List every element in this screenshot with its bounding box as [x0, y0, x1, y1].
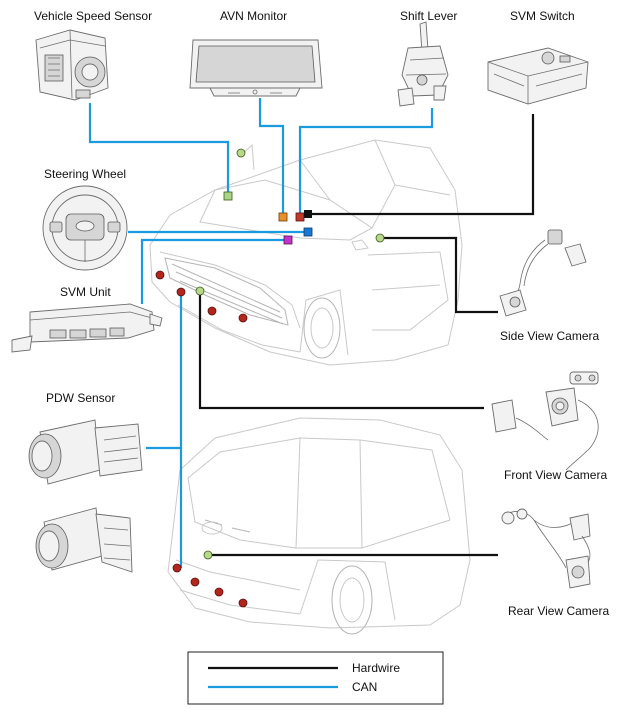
- svm-unit-illustration: [11, 303, 163, 353]
- vehicle-speed-sensor-illustration: [35, 29, 109, 101]
- marker-pdw-front-3: [207, 306, 217, 316]
- marker-side-camera: [375, 233, 385, 243]
- can-line-shift-lever: [298, 108, 434, 217]
- front-view-camera-illustration: [491, 371, 599, 471]
- marker-pdw-front-2: [176, 287, 186, 297]
- pdw-sensor-illustration-2: [35, 507, 133, 573]
- marker-rear-camera: [203, 550, 213, 560]
- label-shift-lever: Shift Lever: [400, 9, 457, 23]
- can-line-speed-sensor: [88, 103, 230, 196]
- rear-view-camera-illustration: [501, 508, 591, 589]
- label-pdw-sensor: PDW Sensor: [46, 391, 115, 405]
- shift-lever-illustration: [397, 21, 449, 107]
- label-svm-switch: SVM Switch: [510, 9, 575, 23]
- marker-avn-monitor: [278, 212, 288, 222]
- connection-markers: [155, 148, 385, 608]
- svm-switch-illustration: [487, 47, 589, 105]
- label-svm-unit: SVM Unit: [60, 285, 111, 299]
- legend: Hardwire CAN: [187, 651, 444, 705]
- pdw-sensor-illustration-1: [28, 419, 143, 485]
- steering-wheel-illustration: [42, 185, 128, 271]
- legend-box: [187, 651, 444, 705]
- marker-svm-unit: [303, 227, 313, 237]
- legend-hardwire-label: Hardwire: [352, 661, 400, 675]
- marker-speed-sensor: [223, 191, 233, 201]
- marker-steering-wheel: [283, 235, 293, 245]
- can-lines: [88, 98, 434, 568]
- label-front-view-camera: Front View Camera: [504, 468, 607, 482]
- label-rear-view-camera: Rear View Camera: [508, 604, 609, 618]
- marker-pdw-rear-4: [238, 598, 248, 608]
- marker-pdw-front-1: [155, 270, 165, 280]
- hardwire-line-svm-switch: [308, 114, 535, 216]
- side-view-camera-illustration: [499, 229, 587, 317]
- can-line-avn-monitor: [258, 98, 285, 217]
- label-side-view-camera: Side View Camera: [500, 329, 599, 343]
- avn-monitor-illustration: [189, 39, 323, 97]
- marker-pdw-rear-2: [190, 577, 200, 587]
- rear-vehicle-drawing: [167, 417, 471, 635]
- label-avn-monitor: AVN Monitor: [220, 9, 287, 23]
- hardwire-line-front-camera: [198, 291, 484, 410]
- legend-can-label: CAN: [352, 680, 377, 694]
- marker-pdw-front-4: [238, 313, 248, 323]
- marker-pdw-rear-3: [214, 587, 224, 597]
- can-line-svm-unit: [140, 238, 288, 304]
- marker-pdw-rear-1: [172, 563, 182, 573]
- front-vehicle-drawing: [149, 139, 463, 366]
- marker-shift-lever: [295, 212, 305, 222]
- label-steering-wheel: Steering Wheel: [44, 167, 126, 181]
- hardwire-lines: [198, 114, 535, 557]
- label-vehicle-speed-sensor: Vehicle Speed Sensor: [34, 9, 152, 23]
- marker-svm-switch: [304, 210, 312, 218]
- marker-speed-sensor-position: [236, 148, 246, 158]
- marker-front-camera: [195, 286, 205, 296]
- hardwire-line-side-camera: [380, 236, 498, 314]
